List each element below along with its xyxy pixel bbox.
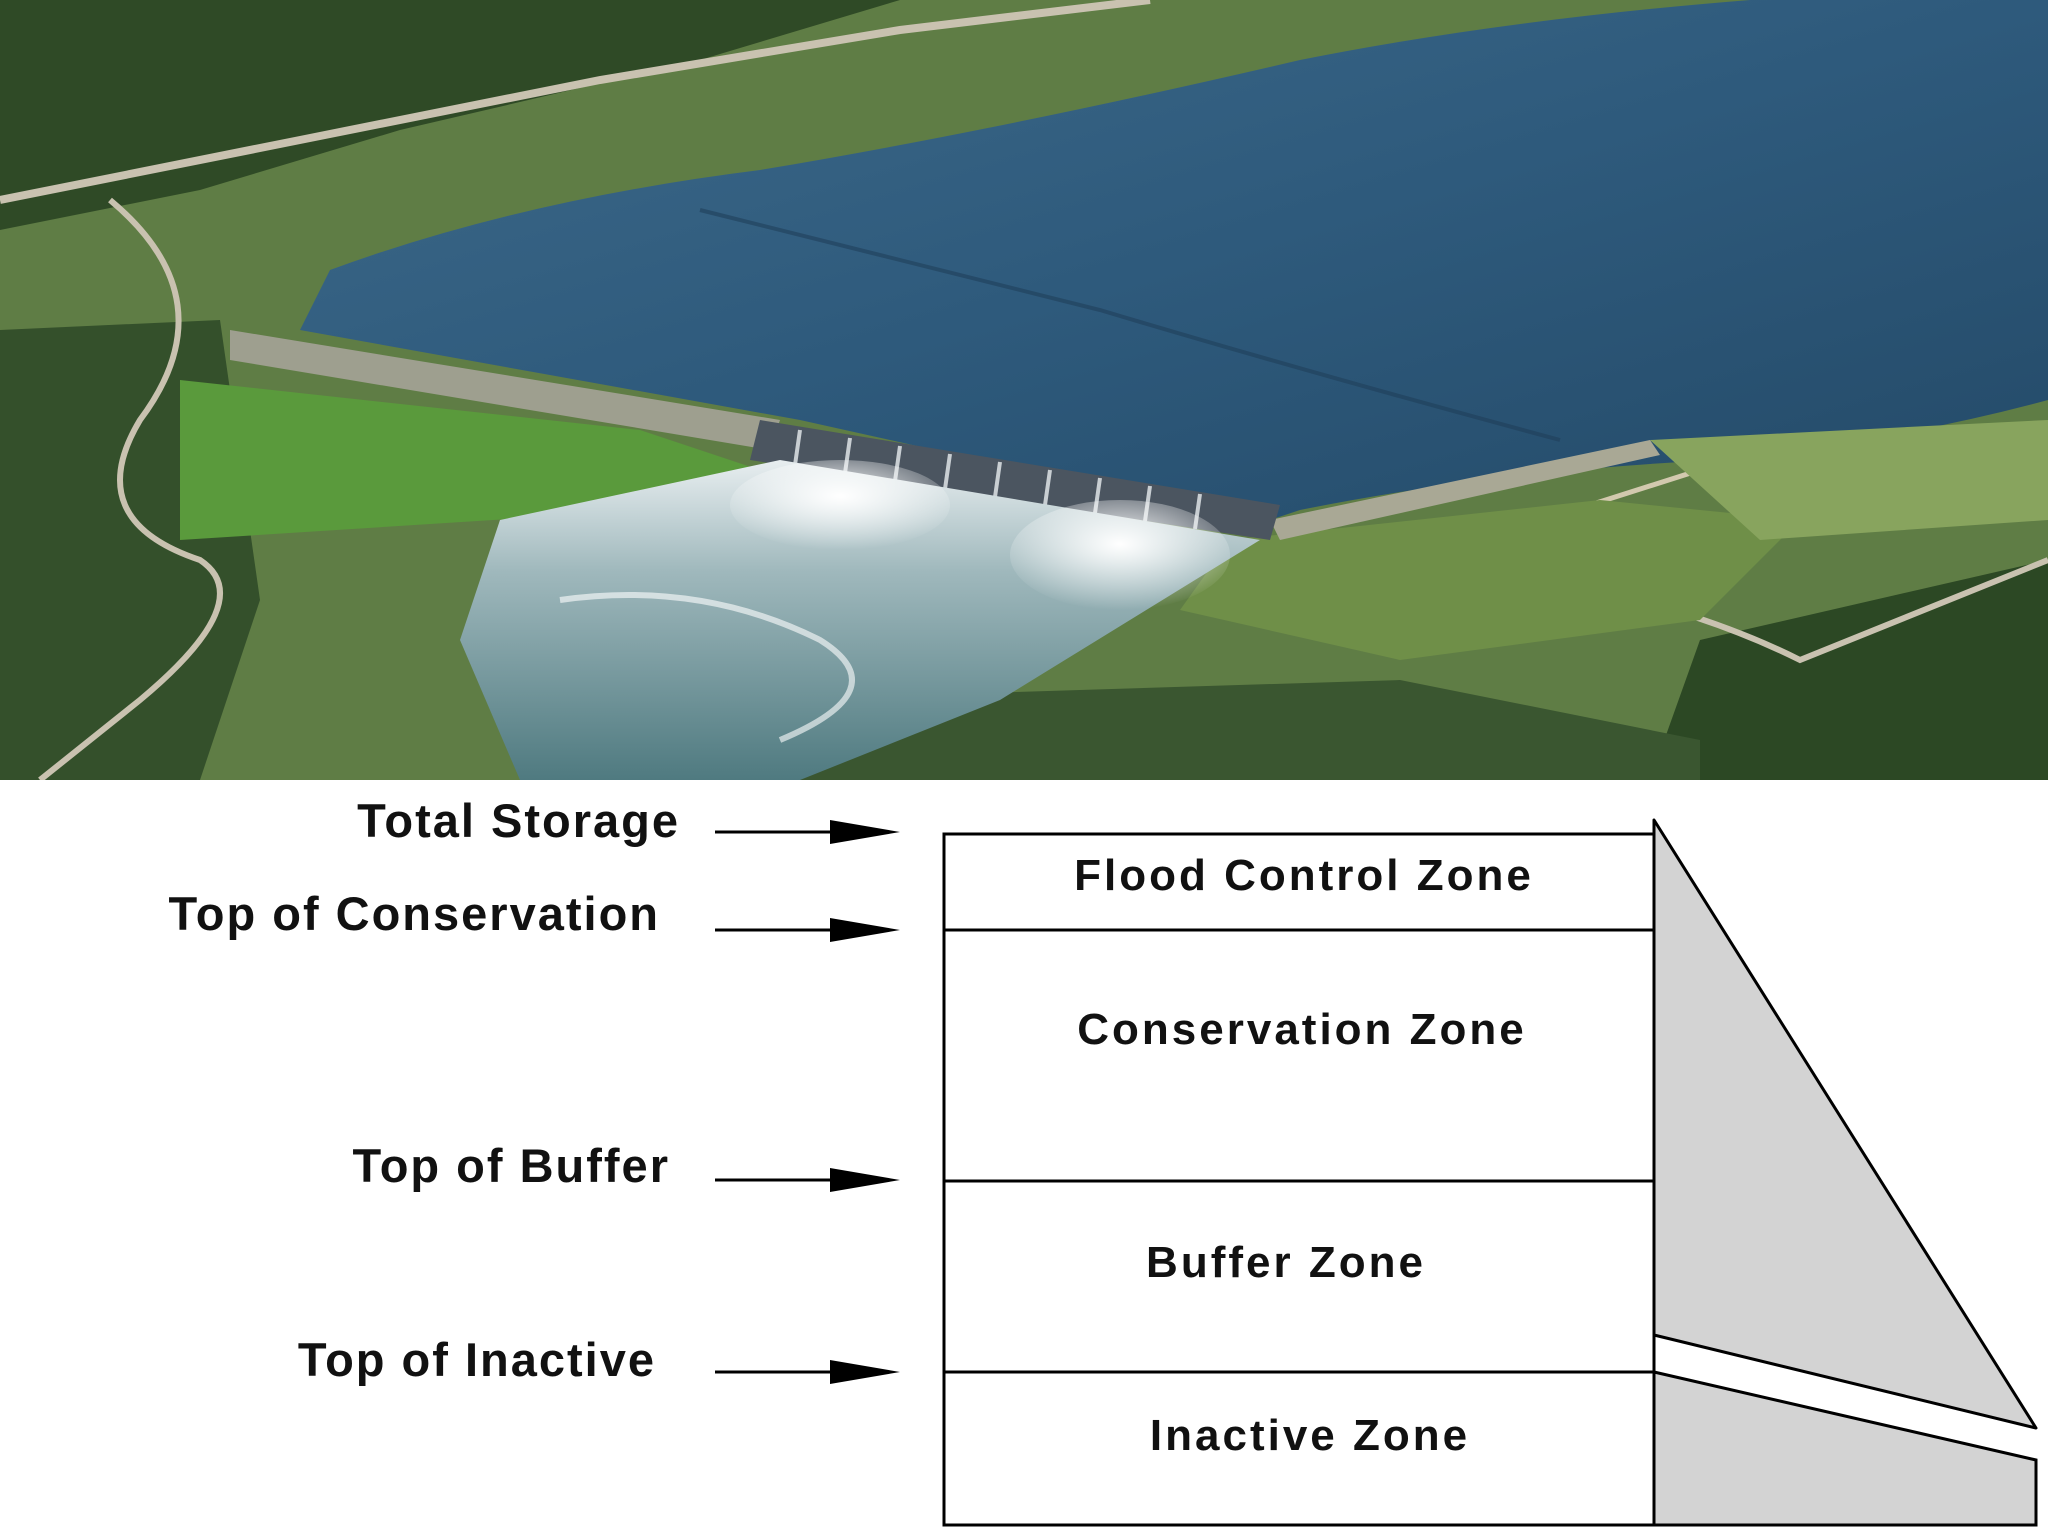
- river-foam: [559, 592, 855, 743]
- dam-lower-section: [1652, 1370, 2038, 1527]
- arrow-total-storage: [715, 820, 900, 844]
- arrow-top-of-conservation: [715, 918, 900, 942]
- storage-zone-box: [942, 832, 1656, 1527]
- tree-cover-north: [0, 0, 900, 230]
- level-label-top-of-buffer: Top of Buffer: [352, 1139, 670, 1192]
- level-label-top-of-conservation: Top of Conservation: [169, 887, 660, 940]
- embankment-east: [1270, 440, 1660, 540]
- dam-upper-section: [1652, 818, 2038, 1430]
- dam-cross-section: [1652, 818, 2038, 1527]
- zone-label-inactive: Inactive Zone: [1150, 1411, 1470, 1460]
- reservoir-lake: [300, 0, 2048, 520]
- arrow-top-of-buffer: [715, 1168, 900, 1192]
- level-arrows: [715, 820, 900, 1384]
- tree-cover-southeast: [1650, 560, 2048, 780]
- buoy-line: [699, 208, 1561, 442]
- grass-field-east: [1180, 500, 1800, 660]
- water-spray-right: [1010, 500, 1230, 610]
- zone-label-conservation: Conservation Zone: [1077, 1005, 1527, 1054]
- level-label-total-storage: Total Storage: [357, 794, 680, 847]
- zone-label-buffer: Buffer Zone: [1146, 1238, 1426, 1287]
- road-north: [0, 0, 1151, 204]
- arrow-top-of-inactive: [715, 1360, 900, 1384]
- water-spray-left: [730, 460, 950, 550]
- level-label-top-of-inactive: Top of Inactive: [298, 1333, 656, 1386]
- grass-field-northeast: [1650, 420, 2048, 540]
- reservoir-zone-diagram: Total Storage Top of Conservation Top of…: [169, 794, 2038, 1527]
- zone-label-flood-control: Flood Control Zone: [1074, 851, 1534, 900]
- aerial-dam-photo: [0, 0, 2048, 780]
- road-west: [38, 197, 223, 780]
- embankment-west: [230, 330, 780, 450]
